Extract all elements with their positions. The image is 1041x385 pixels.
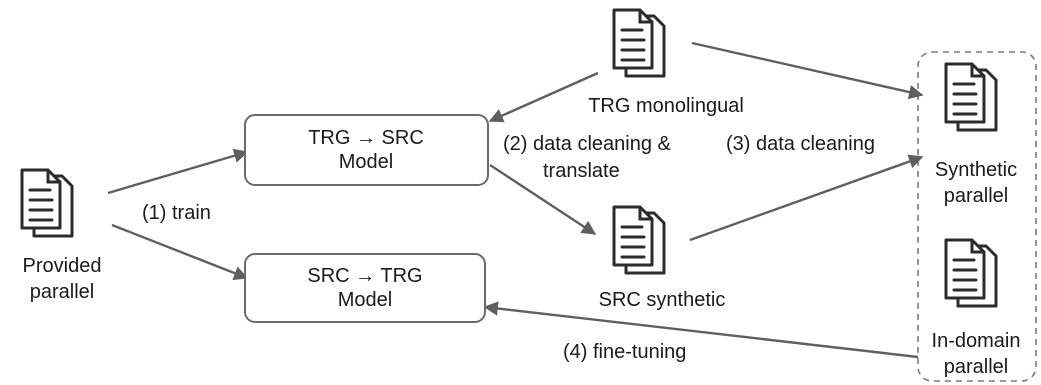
- trg-src-model-line1: TRG → SRC: [308, 127, 424, 149]
- in-domain-parallel-label-2: parallel: [944, 356, 1008, 378]
- src-trg-model-line1: SRC → TRG: [307, 265, 422, 287]
- edge-label-train: (1) train: [142, 202, 211, 224]
- synthetic-parallel-label-2: parallel: [944, 185, 1008, 207]
- edge-label-data-cleaning: (3) data cleaning: [726, 133, 875, 155]
- in-domain-parallel-document-icon: [944, 238, 998, 308]
- provided-parallel-label-2: parallel: [30, 281, 94, 303]
- edge-label-clean-translate-2: translate: [543, 160, 620, 182]
- trg-monolingual-document-icon: [612, 8, 666, 78]
- edge-synthetic-to-parallel: [689, 154, 924, 242]
- provided-parallel-document-icon: [20, 168, 74, 238]
- edge-label-fine-tuning: (4) fine-tuning: [563, 341, 686, 363]
- edge-train-trg-src: [107, 148, 249, 195]
- edge-label-clean-translate-1: (2) data cleaning &: [503, 133, 672, 155]
- edge-mono-to-parallel: [691, 41, 924, 100]
- edge-train-src-trg: [111, 223, 249, 280]
- provided-parallel-label-1: Provided: [23, 255, 102, 277]
- parallel-data-group: [917, 51, 1037, 382]
- trg-src-model-box: TRG → SRC Model: [244, 114, 489, 186]
- src-synthetic-label: SRC synthetic: [599, 289, 726, 311]
- synthetic-parallel-label-1: Synthetic: [935, 159, 1017, 181]
- edge-model-to-synthetic: [489, 163, 597, 236]
- src-trg-model-line2: Model: [338, 289, 392, 311]
- synthetic-parallel-document-icon: [944, 62, 998, 132]
- src-trg-model-box: SRC → TRG Model: [244, 253, 486, 323]
- trg-monolingual-label: TRG monolingual: [588, 95, 744, 117]
- trg-src-model-line2: Model: [339, 151, 393, 173]
- in-domain-parallel-label-1: In-domain: [932, 330, 1021, 352]
- edge-mono-to-model: [488, 71, 599, 123]
- src-synthetic-document-icon: [612, 205, 666, 275]
- edges: [107, 41, 924, 359]
- edge-fine-tuning: [483, 301, 919, 359]
